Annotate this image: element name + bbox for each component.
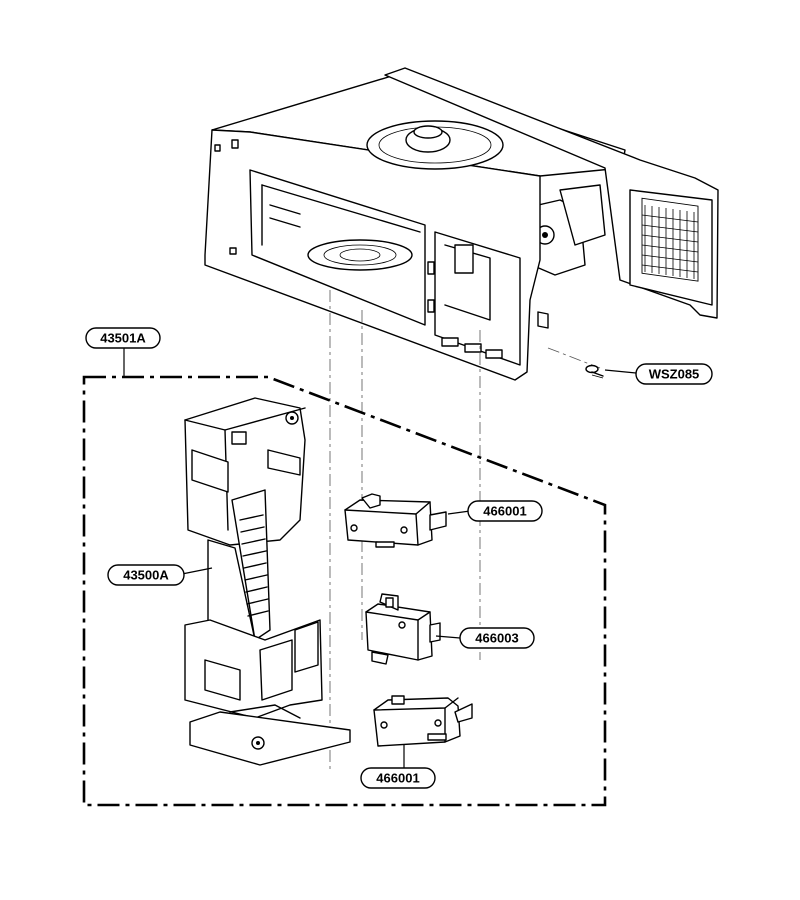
callout-466003-label: 466003: [475, 631, 518, 646]
callout-466001-bottom-label: 466001: [376, 771, 419, 786]
switch-top-drawing: [344, 493, 447, 548]
screw-drawing: [585, 364, 604, 379]
leader-lines: [123, 346, 637, 768]
callout-WSZ085-label: WSZ085: [649, 367, 700, 382]
door-latch-body-drawing: [184, 397, 351, 766]
projection-lines: [329, 290, 601, 770]
microwave-cavity-drawing: [204, 67, 719, 381]
callout-466001-top-label: 466001: [483, 504, 526, 519]
callout-43501A-label: 43501A: [100, 331, 146, 346]
callout-466001-top: 466001: [467, 500, 543, 522]
assembly-boundary: [82, 375, 607, 807]
callout-466003: 466003: [459, 627, 535, 649]
switch-bottom-drawing: [373, 695, 473, 747]
callout-43500A-label: 43500A: [123, 568, 169, 583]
callout-466001-bottom: 466001: [360, 767, 436, 789]
callout-43501A: 43501A: [85, 327, 161, 349]
callout-43500A: 43500A: [107, 564, 185, 586]
callout-WSZ085: WSZ085: [635, 363, 713, 385]
switch-middle-drawing: [365, 593, 441, 665]
